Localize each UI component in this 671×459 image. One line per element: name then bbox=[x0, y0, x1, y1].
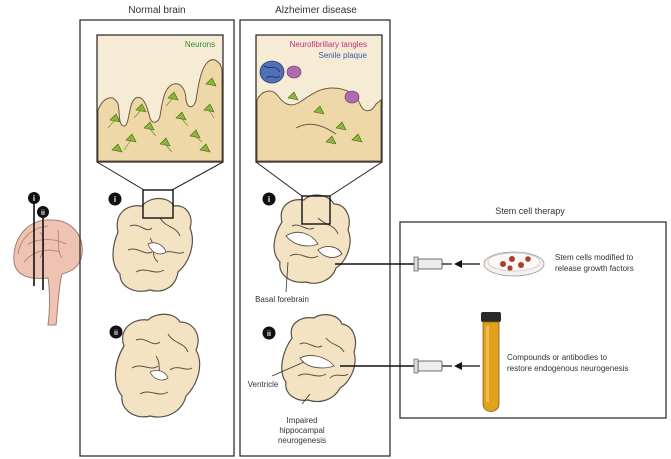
marker-ii-alz: ii bbox=[263, 327, 276, 340]
normal-section-i bbox=[113, 199, 192, 292]
basal-forebrain-label: Basal forebrain bbox=[255, 295, 309, 304]
test-tube-icon bbox=[481, 312, 501, 412]
ventricle-label: Ventricle bbox=[248, 380, 279, 389]
arrow-tube-to-syringe bbox=[454, 362, 480, 370]
zoom-line-right bbox=[172, 162, 223, 190]
stem-therapy-panel bbox=[400, 222, 666, 418]
marker-i-side: i bbox=[28, 192, 40, 204]
arrow-dish-to-syringe bbox=[454, 260, 480, 268]
neurons-label: Neurons bbox=[185, 40, 215, 49]
normal-brain-title: Normal brain bbox=[128, 5, 185, 16]
plaque-label: Senile plaque bbox=[319, 51, 368, 60]
alz-zoom-line-right bbox=[330, 162, 382, 196]
impaired-label-line3: neurogenesis bbox=[278, 436, 326, 445]
marker-i-alz-text: i bbox=[268, 195, 270, 204]
marker-ii-normal: ii bbox=[110, 326, 123, 339]
marker-i-alz: i bbox=[263, 193, 276, 206]
normal-inset bbox=[97, 35, 223, 162]
impaired-label-line2: hippocampal bbox=[279, 426, 325, 435]
marker-ii-side: ii bbox=[37, 206, 49, 218]
tangles-label: Neurofibrillary tangles bbox=[290, 40, 367, 49]
syringe-lower bbox=[414, 359, 452, 373]
marker-i-normal: i bbox=[109, 193, 122, 206]
alz-zoom-line-left bbox=[256, 162, 302, 196]
side-brain-illustration bbox=[14, 200, 82, 325]
compounds-text-line1: Compounds or antibodies to bbox=[507, 353, 608, 362]
syringe-upper bbox=[414, 257, 452, 271]
impaired-label-line1: Impaired bbox=[286, 416, 317, 425]
marker-ii-normal-text: ii bbox=[114, 330, 118, 337]
alzheimer-section-i bbox=[274, 195, 350, 283]
stem-cells-text-line2: release growth factors bbox=[555, 264, 634, 273]
zoom-line-left bbox=[97, 162, 144, 190]
alzheimer-title: Alzheimer disease bbox=[275, 5, 357, 16]
compounds-text-line2: restore endogenous neurogenesis bbox=[507, 364, 628, 373]
stem-cells-text-line1: Stem cells modified to bbox=[555, 253, 634, 262]
stem-therapy-title: Stem cell therapy bbox=[495, 206, 565, 216]
marker-i-side-text: i bbox=[33, 194, 35, 203]
marker-i-normal-text: i bbox=[114, 195, 116, 204]
petri-dish-icon bbox=[484, 252, 544, 276]
marker-ii-alz-text: ii bbox=[267, 331, 271, 338]
normal-section-ii bbox=[115, 314, 199, 417]
alzheimer-section-ii bbox=[282, 315, 356, 402]
marker-ii-side-text: ii bbox=[41, 210, 45, 217]
